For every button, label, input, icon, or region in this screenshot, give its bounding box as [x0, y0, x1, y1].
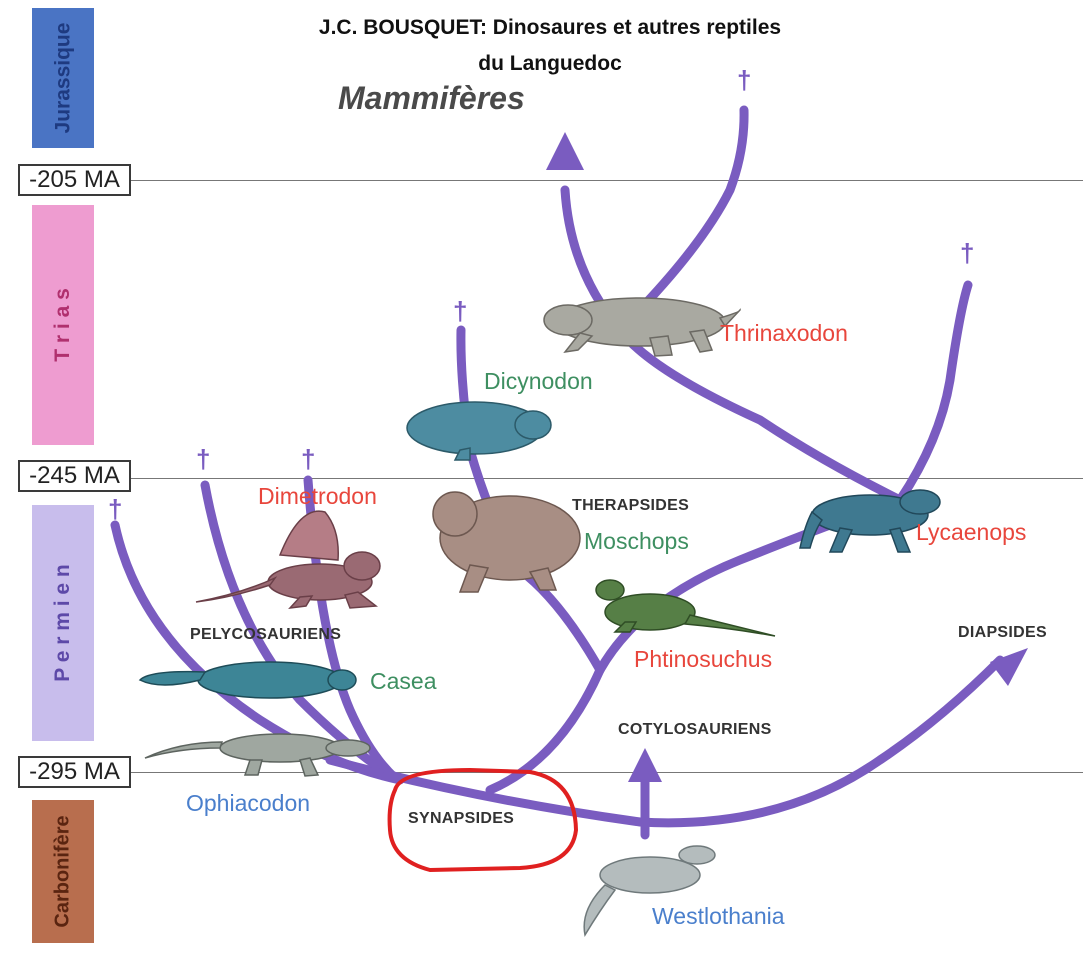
label-diapsides: DIAPSIDES [958, 624, 1047, 641]
branch-thrinaxodon [560, 185, 905, 505]
dagger-icon: † [301, 444, 316, 474]
time-line-245 [131, 478, 1083, 479]
label-dimetrodon: Dimetrodon [258, 483, 377, 509]
title-line-1: J.C. BOUSQUET: Dinosaures et autres rept… [318, 16, 782, 39]
label-phtinosuchus: Phtinosuchus [634, 646, 773, 672]
period-permien: P e r m i e n [32, 505, 94, 741]
dagger-icon: † [737, 65, 752, 95]
branch-lycaenops [895, 280, 973, 505]
period-jurassique: Jurassique [32, 8, 94, 148]
label-lycaenops: Lycaenops [916, 519, 1027, 545]
period-trias: T r i a s [32, 205, 94, 445]
label-cotylosauriens: COTYLOSAURIENS [618, 721, 772, 738]
moschops-illustration [432, 491, 581, 593]
dagger-icon: † [196, 444, 211, 474]
lycaenops-illustration [799, 489, 941, 553]
label-pelycosauriens: PELYCOSAURIENS [190, 626, 342, 643]
time-line-295 [131, 772, 1083, 773]
arrow-cotylosaur [628, 748, 662, 782]
casea-illustration [138, 661, 357, 699]
dagger-icon: † [453, 296, 468, 326]
highlight-ring [387, 767, 579, 873]
label-thrinaxodon: Thrinaxodon [720, 320, 848, 346]
label-mammiferes: Mammifères [338, 80, 525, 116]
title-line-2: du Languedoc [478, 52, 622, 75]
time-marker-205: -205 MA [18, 164, 131, 196]
branch-mammal-extinct [615, 105, 749, 335]
time-marker-295: -295 MA [18, 756, 131, 788]
arrow-diapsides [990, 648, 1028, 686]
branch-therapsid [485, 665, 605, 795]
phtinosuchus-illustration [595, 579, 776, 637]
label-synapsides: SYNAPSIDES [408, 810, 515, 827]
label-dicynodon: Dicynodon [484, 368, 593, 394]
branch-ophiacodon [110, 520, 405, 785]
thrinaxodon-illustration [543, 297, 741, 357]
time-line-205 [131, 180, 1083, 181]
ophiacodon-illustration [144, 733, 371, 777]
westlothania-illustration [583, 845, 716, 938]
arrow-mammiferes [546, 132, 584, 170]
label-therapsides: THERAPSIDES [572, 497, 690, 514]
dicynodon-illustration [406, 401, 552, 461]
branch-main [325, 655, 1005, 828]
dagger-icon: † [108, 494, 123, 524]
label-ophiacodon: Ophiacodon [186, 790, 311, 816]
time-marker-245: -245 MA [18, 460, 131, 492]
period-carbonifere: Carbonifère [32, 800, 94, 943]
label-casea: Casea [370, 668, 437, 694]
dimetrodon-illustration [195, 510, 381, 609]
dagger-icon: † [960, 238, 975, 268]
label-westlothania: Westlothania [652, 903, 785, 929]
label-moschops: Moschops [584, 528, 689, 554]
